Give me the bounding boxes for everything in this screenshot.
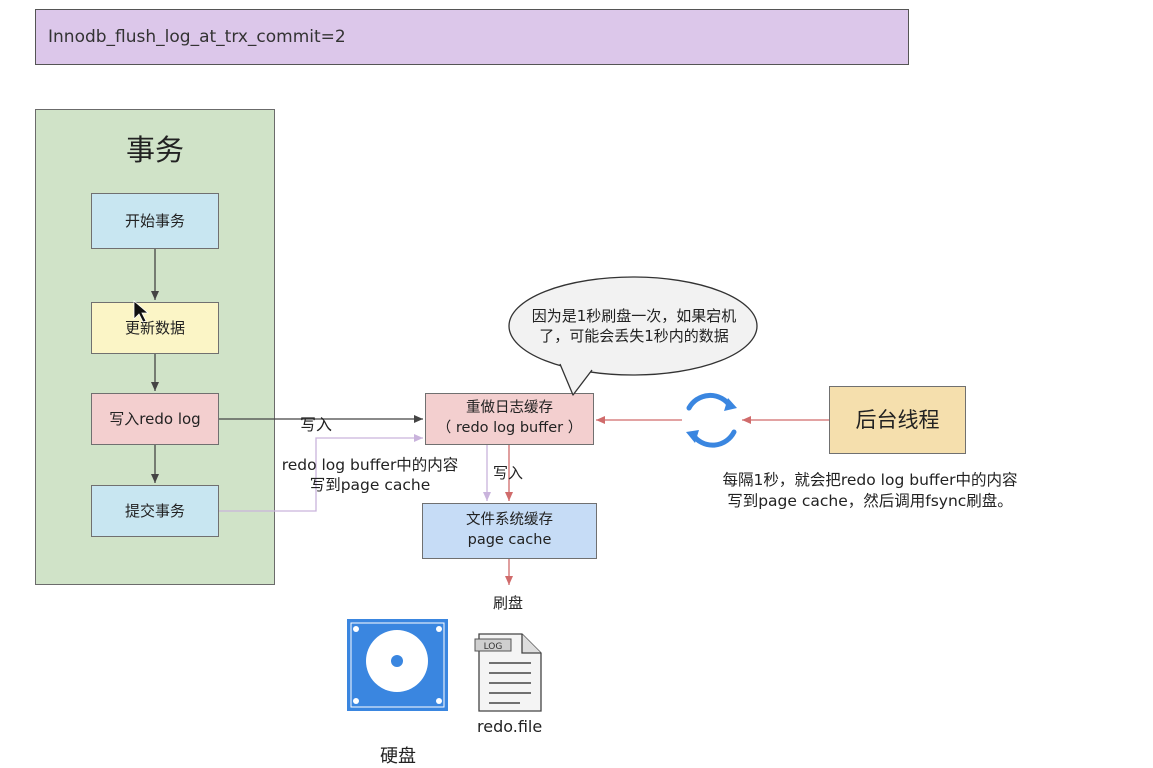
speech-bubble-line2: 了，可能会丢失1秒内的数据: [539, 327, 729, 346]
background-note: 每隔1秒，就会把redo log buffer中的内容 写到page cache…: [690, 470, 1050, 512]
background-note-line1: 每隔1秒，就会把redo log buffer中的内容: [722, 471, 1018, 489]
commit-transaction-box: 提交事务: [91, 485, 219, 537]
hard-disk-icon: [347, 619, 448, 711]
page-cache-title: 文件系统缓存: [466, 512, 553, 529]
page-cache-subtitle: page cache: [467, 532, 552, 548]
commit-note-line2: 写到page cache: [309, 476, 431, 495]
speech-bubble-line1: 因为是1秒刷盘一次，如果宕机: [531, 307, 737, 325]
refresh-cycle-icon: [686, 392, 737, 448]
background-thread-label: 后台线程: [855, 407, 940, 432]
write-redo-log-box: 写入redo log: [91, 393, 219, 445]
commit-note: redo log buffer中的内容 写到page cache: [270, 455, 470, 495]
redo-log-buffer-box: 重做日志缓存 （ redo log buffer ）: [425, 393, 594, 445]
begin-transaction-label: 开始事务: [124, 211, 185, 230]
redo-buffer-subtitle: （ redo log buffer ）: [436, 420, 583, 436]
log-file-tag: LOG: [484, 642, 503, 652]
commit-setting-banner: Innodb_flush_log_at_trx_commit=2: [35, 9, 909, 65]
banner-text: Innodb_flush_log_at_trx_commit=2: [48, 27, 346, 47]
speech-bubble: [508, 276, 758, 396]
page-cache-box: 文件系统缓存 page cache: [422, 503, 597, 559]
background-thread-box: 后台线程: [829, 386, 966, 454]
hard-disk-label: 硬盘: [380, 746, 416, 767]
write-redo-log-label: 写入redo log: [109, 409, 201, 428]
speech-bubble-text: 因为是1秒刷盘一次，如果宕机 了，可能会丢失1秒内的数据: [516, 306, 752, 347]
mouse-cursor-icon: [133, 300, 150, 323]
redo-file-label: redo.file: [477, 717, 543, 736]
arrow-commit-to-redo-buffer: [219, 434, 423, 512]
begin-transaction-box: 开始事务: [91, 193, 219, 249]
background-note-line2: 写到page cache，然后调用fsync刷盘。: [727, 491, 1013, 510]
flush-edge-label: 刷盘: [493, 594, 524, 612]
update-data-label: 更新数据: [124, 318, 185, 337]
commit-transaction-label: 提交事务: [124, 501, 185, 520]
transaction-title: 事务: [125, 133, 184, 167]
write-edge-label: 写入: [300, 415, 333, 434]
write-down-edge-label: 写入: [493, 464, 524, 482]
commit-note-line1: redo log buffer中的内容: [281, 456, 459, 474]
log-file-icon: LOG: [474, 633, 542, 712]
redo-buffer-title: 重做日志缓存: [465, 400, 553, 417]
update-data-box: 更新数据: [91, 302, 219, 354]
